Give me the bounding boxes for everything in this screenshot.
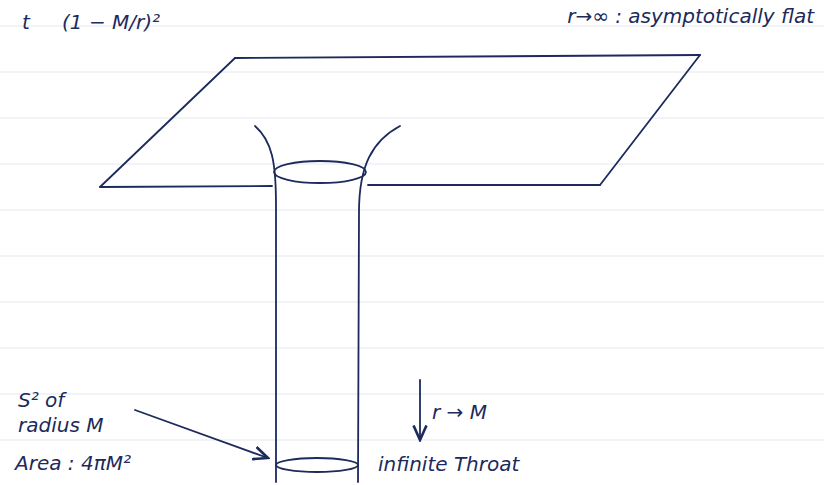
throat-label: infinite Throat [378,452,568,477]
throat-wall [255,126,276,482]
area-label: Area : 4πM² [15,451,215,476]
radius-limit: r → M [432,400,542,425]
upper-ring [274,161,366,183]
coordinate-note: t [22,10,52,35]
leader-arrow [135,410,268,458]
plane-edge [600,55,700,185]
throat-ring [276,458,358,472]
plane-edge [368,184,600,186]
plane-edge [100,186,272,187]
asymptotic-note: r→∞ : asymptotically flat [548,4,814,29]
plane-edge [100,58,235,187]
notebook-rules [0,26,824,440]
metric-factor: (1 − M/r)² [62,10,192,35]
sphere-label: S² of radius M [18,388,126,438]
radial-arrow [419,380,421,440]
throat-wall [358,126,400,482]
plane-edge [235,55,700,58]
